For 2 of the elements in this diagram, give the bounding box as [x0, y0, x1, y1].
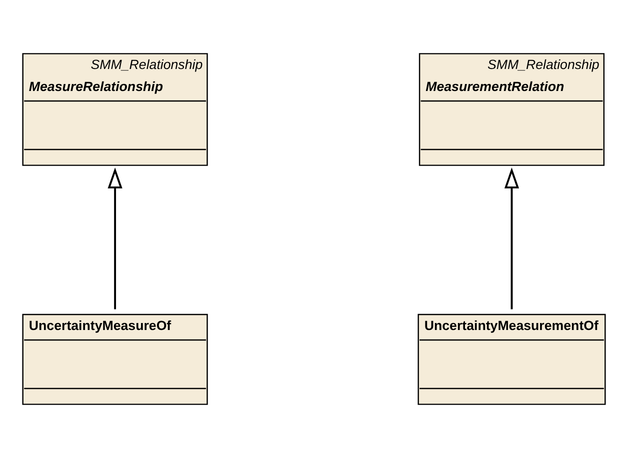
arrow — [108, 168, 122, 310]
arrow — [504, 168, 520, 310]
